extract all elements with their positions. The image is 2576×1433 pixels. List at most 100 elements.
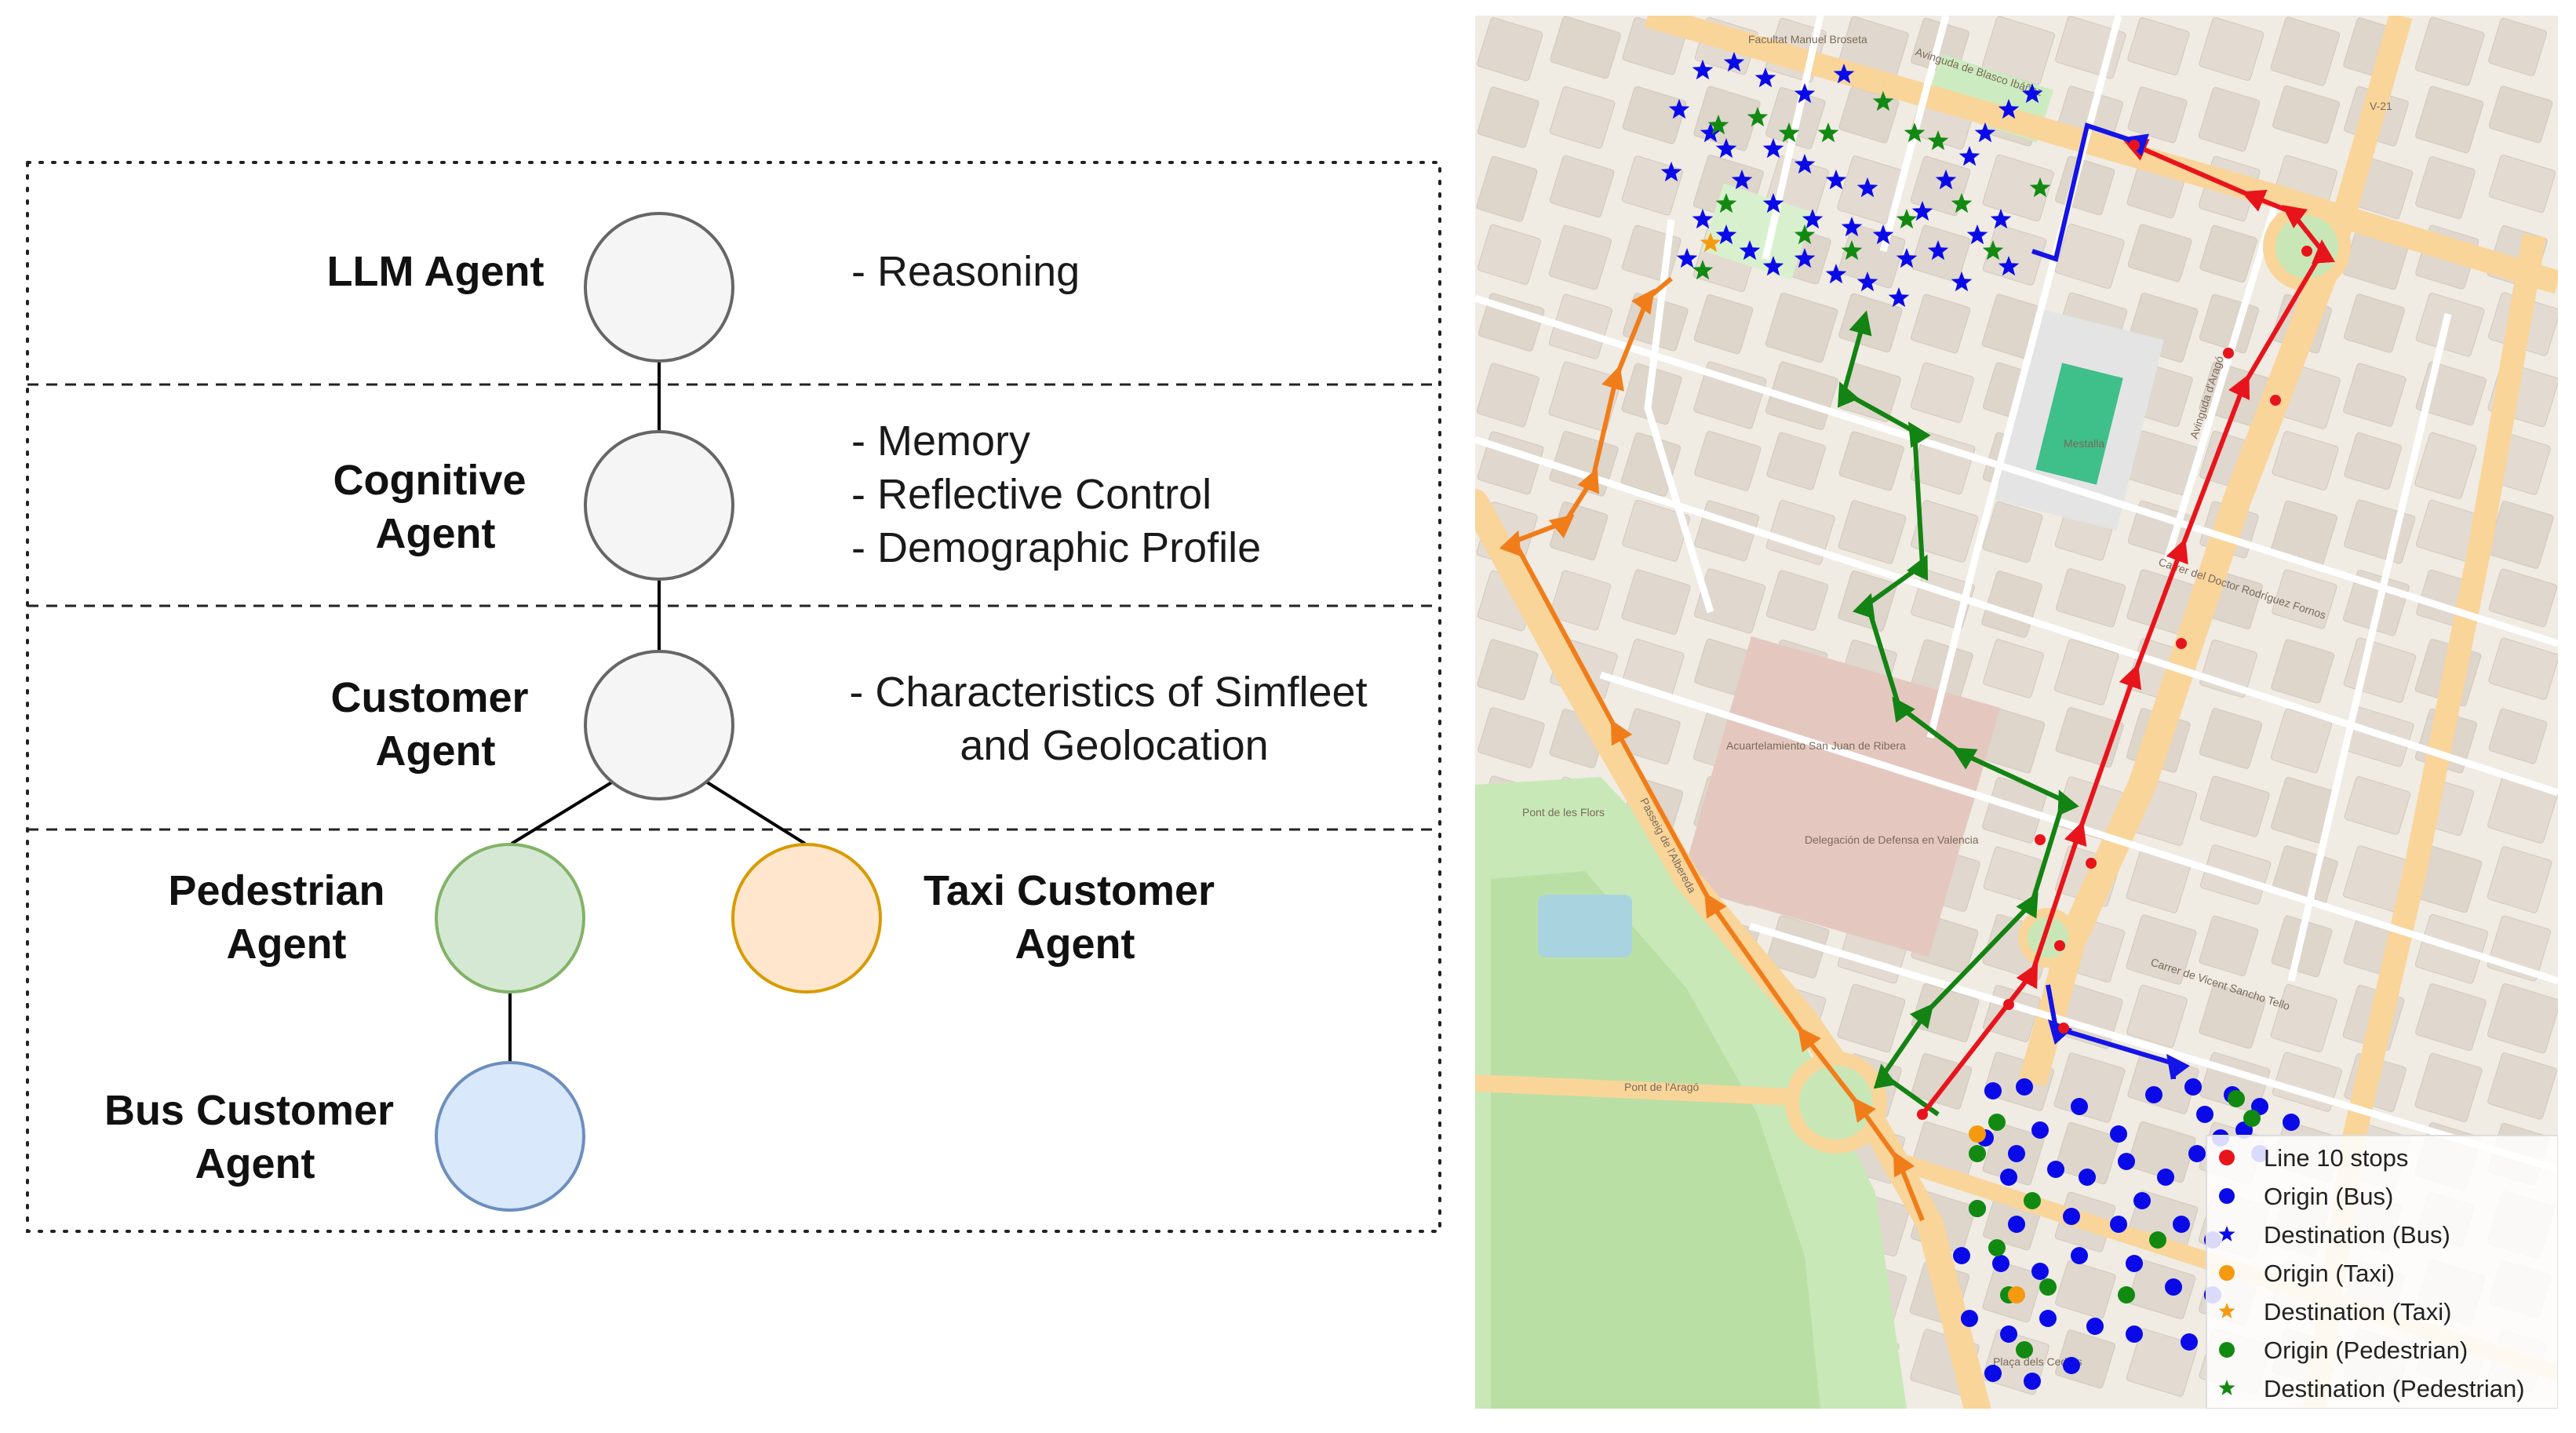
- bus-origin-marker: [2126, 1325, 2143, 1343]
- line-10-stops: [1917, 140, 2312, 1120]
- bus-origin-marker: [2024, 1373, 2041, 1390]
- label-line: Bus Customer: [104, 1087, 394, 1134]
- bus-origin-marker: [2126, 1255, 2143, 1272]
- line-10-stop: [2270, 395, 2281, 406]
- pedestrian-origin-marker: [2039, 1278, 2057, 1296]
- legend-symbol-star: [2218, 1226, 2235, 1242]
- pedestrian-destination-marker: [1778, 122, 1800, 143]
- cognitive-features: - Memory - Reflective Control - Demograp…: [851, 418, 1261, 571]
- city-block: [2415, 156, 2476, 220]
- pedestrian-agent-node: [435, 843, 585, 994]
- city-block: [2488, 568, 2558, 628]
- city-block: [2487, 846, 2552, 913]
- bus-destination-marker: [1825, 264, 1847, 284]
- map-label: Mestalla: [2064, 437, 2104, 450]
- city-block: [1622, 86, 1687, 144]
- bus-origin-marker: [2118, 1153, 2135, 1170]
- map-label: Plaça dels Cedres: [1993, 1355, 2082, 1368]
- city-block: [2055, 1260, 2116, 1319]
- city-block: [2199, 16, 2264, 82]
- city-block: [2415, 86, 2484, 154]
- pedestrian-destination-marker: [1715, 193, 1737, 213]
- city-block: [2488, 155, 2556, 213]
- taxi-route: [1499, 276, 1925, 1222]
- line-10-stop: [1917, 1109, 1928, 1120]
- city-block: [2488, 708, 2548, 764]
- bus-origin-marker: [1992, 1255, 2009, 1272]
- city-block: [1477, 224, 1541, 285]
- pedestrian-origin-marker: [1988, 1114, 2006, 1131]
- bus-destination-marker: [1841, 217, 1863, 237]
- bus-customer-agent-label: Bus Customer Agent: [104, 1087, 406, 1187]
- bus-origin-marker: [1953, 1247, 1970, 1264]
- feature-line: - Reflective Control: [851, 471, 1211, 518]
- bus-origin-marker: [2157, 1169, 2174, 1186]
- legend-symbol-dot: [2219, 1150, 2235, 1165]
- map-label: Pont de les Flors: [1522, 806, 1605, 819]
- roundabout-porta-mar: [1785, 1052, 1887, 1154]
- pedestrian-destination-marker: [1794, 224, 1816, 245]
- label-line: Agent: [227, 921, 347, 968]
- bus-destination-marker: [1998, 99, 2020, 119]
- bus-origin-marker: [1984, 1082, 2002, 1099]
- feature-line: - Characteristics of Simfleet: [849, 669, 1367, 716]
- city-block: [2414, 16, 2485, 86]
- pedestrian-origin-marker: [1969, 1200, 1986, 1217]
- city-block: [2199, 983, 2266, 1049]
- pedestrian-origin-marker: [2016, 1341, 2033, 1358]
- line-10-stop: [2223, 348, 2234, 359]
- city-block: [2272, 85, 2341, 144]
- bus-destination-marker: [1825, 170, 1847, 190]
- legend-label: Origin (Bus): [2264, 1183, 2393, 1210]
- pedestrian-destination-marker: [1927, 130, 1949, 151]
- city-block: [2414, 1052, 2483, 1122]
- city-block: [2488, 637, 2558, 700]
- legend-label: Line 10 stops: [2264, 1144, 2408, 1172]
- route-map: Facultat Manuel Broseta Mestalla Acuarte…: [1475, 16, 2558, 1409]
- bus-origin-marker: [1984, 1365, 2002, 1382]
- customer-features: - Characteristics of Simfleet and Geoloc…: [849, 669, 1379, 769]
- label-line: Cognitive: [333, 457, 526, 504]
- bus-destination-marker: [1754, 67, 1776, 88]
- bus-destination-marker: [1692, 60, 1714, 80]
- line-10-stop: [2086, 858, 2097, 869]
- bus-line-10-route: [1920, 139, 2336, 1116]
- label-line: Agent: [195, 1140, 315, 1187]
- bus-origin-marker: [2079, 1169, 2096, 1186]
- city-block: [2487, 983, 2558, 1054]
- city-block: [2270, 16, 2341, 86]
- bus-origin-marker: [2016, 1078, 2033, 1096]
- bus-origin-marker: [2184, 1078, 2202, 1096]
- feature-line: - Reasoning: [851, 248, 1080, 295]
- llm-agent-label: LLM Agent: [327, 248, 545, 295]
- legend-box: [2206, 1135, 2558, 1409]
- city-block: [2127, 1121, 2196, 1183]
- line-10-stop: [2035, 834, 2046, 845]
- bus-origin-marker: [2000, 1169, 2017, 1186]
- bus-walk-to-destination: [2031, 122, 2149, 262]
- bus-destination-marker: [1715, 224, 1737, 245]
- city-block: [2344, 294, 2405, 353]
- label-line: Agent: [1015, 921, 1135, 968]
- bus-destination-marker: [1794, 248, 1816, 268]
- bus-origin-marker: [2188, 1145, 2206, 1162]
- bus-destination-marker: [1739, 240, 1761, 261]
- agent-hierarchy-diagram: LLM Agent Cognitive Agent Customer Agent…: [26, 161, 1441, 1233]
- bus-origin-marker: [2165, 1278, 2182, 1296]
- bus-origin-marker: [2181, 1333, 2198, 1351]
- pedestrian-destination-marker: [1707, 115, 1729, 135]
- map-label: Pont de l'Aragó: [1624, 1081, 1700, 1093]
- bus-destination-marker: [1794, 83, 1816, 104]
- feature-line: - Memory: [851, 418, 1030, 465]
- dotted-frame: [26, 161, 1441, 1233]
- pedestrian-destination-marker: [1692, 260, 1714, 280]
- city-block: [1549, 155, 1615, 218]
- city-block: [2488, 17, 2547, 76]
- bus-destination-marker: [1802, 209, 1824, 229]
- map-label: Facultat Manuel Broseta: [1748, 33, 1867, 46]
- bus-destination-marker: [1762, 138, 1784, 159]
- bus-destination-marker: [1794, 154, 1816, 174]
